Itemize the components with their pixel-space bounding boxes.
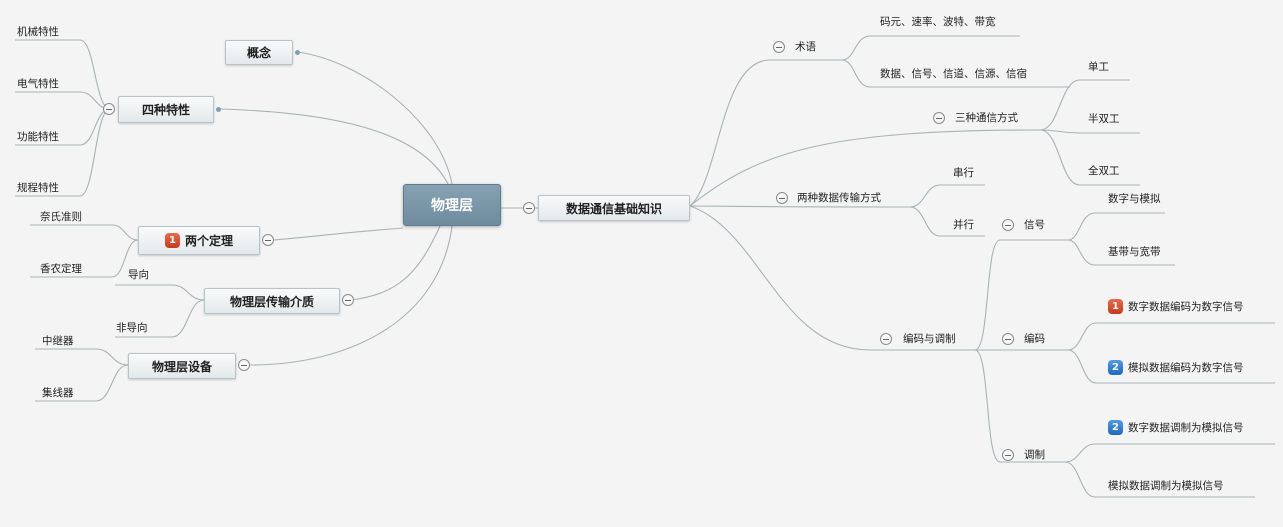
physical-devices-node[interactable]: 物理层设备	[128, 353, 236, 379]
communication-basics-node[interactable]: 数据通信基础知识	[538, 195, 690, 221]
priority-1-icon: 1	[1108, 299, 1123, 314]
theorem-item-2[interactable]: 香农定理	[40, 263, 82, 275]
term-item-2[interactable]: 数据、信号、信道、信源、信宿	[880, 68, 1027, 80]
link-media-items	[115, 284, 205, 338]
encoding-item-1[interactable]: 1 数字数据编码为数字信号	[1108, 299, 1244, 314]
mode-item-3[interactable]: 全双工	[1088, 165, 1120, 177]
root-label: 物理层	[431, 198, 473, 214]
mode-item-2[interactable]: 半双工	[1088, 113, 1120, 125]
encoding-item-2[interactable]: 2 模拟数据编码为数字信号	[1108, 360, 1244, 375]
transmission-media-collapse-icon[interactable]	[342, 294, 354, 306]
link-device-items	[35, 348, 129, 402]
theorem-item-1[interactable]: 奈氏准则	[40, 211, 82, 223]
link-root-media	[349, 225, 441, 301]
basics-collapse-icon[interactable]	[523, 202, 535, 214]
signal-item-1[interactable]: 数字与模拟	[1108, 193, 1161, 205]
priority-1-icon: 1	[164, 233, 180, 248]
link-encmod-sub	[974, 239, 1068, 463]
two-theorems-node[interactable]: 1 两个定理	[138, 226, 260, 255]
link-root-theorems	[272, 227, 404, 241]
characteristic-item-4[interactable]: 规程特性	[17, 182, 59, 194]
link-signal-items	[1067, 212, 1175, 266]
link-basics-terms	[689, 59, 842, 207]
link-four-items	[15, 39, 111, 197]
communication-basics-label: 数据通信基础知识	[565, 201, 662, 216]
transmission-media-label: 物理层传输介质	[229, 294, 314, 309]
two-transmission-label[interactable]: 两种数据传输方式	[797, 192, 881, 204]
encoding-modulation-label[interactable]: 编码与调制	[903, 333, 956, 345]
transmission-item-1[interactable]: 串行	[953, 167, 974, 179]
priority-2-icon: 2	[1108, 360, 1123, 375]
four-characteristics-node[interactable]: 四种特性	[118, 96, 214, 123]
link-root-devices	[249, 225, 453, 366]
media-item-2[interactable]: 非导向	[116, 322, 148, 334]
link-terms-items	[841, 35, 1070, 88]
link-basics-modes	[689, 129, 1041, 207]
device-item-2[interactable]: 集线器	[42, 387, 74, 399]
root-node[interactable]: 物理层	[403, 184, 501, 226]
transmission-item-2[interactable]: 并行	[953, 219, 974, 231]
concept-label: 概念	[246, 46, 271, 60]
media-item-1[interactable]: 导向	[128, 269, 149, 281]
signal-collapse-icon[interactable]	[1002, 219, 1014, 231]
modulation-item-2[interactable]: 模拟数据调制为模拟信号	[1108, 480, 1224, 492]
signal-item-2[interactable]: 基带与宽带	[1108, 246, 1161, 258]
three-modes-label[interactable]: 三种通信方式	[955, 112, 1018, 124]
physical-devices-collapse-icon[interactable]	[238, 359, 250, 371]
encoding-modulation-collapse-icon[interactable]	[880, 333, 892, 345]
concept-node[interactable]: 概念	[225, 40, 293, 65]
terms-label[interactable]: 术语	[795, 41, 816, 53]
encoding-collapse-icon[interactable]	[1002, 333, 1014, 345]
mode-item-1[interactable]: 单工	[1088, 61, 1109, 73]
transmission-media-node[interactable]: 物理层传输介质	[204, 288, 340, 314]
link-basics-transmission	[689, 205, 911, 208]
three-modes-collapse-icon[interactable]	[933, 112, 945, 124]
characteristic-item-3[interactable]: 功能特性	[17, 131, 59, 143]
four-characteristics-collapse-icon[interactable]	[103, 103, 115, 115]
priority-2-icon: 2	[1108, 420, 1123, 435]
link-modulation-items	[1064, 443, 1275, 498]
terms-collapse-icon[interactable]	[773, 41, 785, 53]
device-item-1[interactable]: 中继器	[42, 335, 74, 347]
modulation-collapse-icon[interactable]	[1002, 449, 1014, 461]
two-transmission-collapse-icon[interactable]	[776, 192, 788, 204]
link-root-concept	[296, 51, 453, 185]
signal-label[interactable]: 信号	[1024, 219, 1045, 231]
four-characteristics-label: 四种特性	[141, 103, 190, 117]
four-characteristics-connector-dot	[216, 107, 221, 112]
encoding-label[interactable]: 编码	[1024, 333, 1045, 345]
link-theorem-items	[30, 224, 139, 278]
link-encoding-items	[1067, 322, 1275, 384]
link-modes-items	[1039, 79, 1140, 186]
physical-devices-label: 物理层设备	[151, 359, 212, 374]
modulation-item-1[interactable]: 2 数字数据调制为模拟信号	[1108, 420, 1244, 435]
two-theorems-collapse-icon[interactable]	[262, 234, 274, 246]
term-item-1[interactable]: 码元、速率、波特、带宽	[880, 16, 996, 28]
link-transmission-items	[909, 184, 985, 237]
link-basics-encmod	[689, 205, 975, 351]
characteristic-item-2[interactable]: 电气特性	[17, 78, 59, 90]
characteristic-item-1[interactable]: 机械特性	[17, 26, 59, 38]
modulation-label[interactable]: 调制	[1024, 449, 1045, 461]
concept-connector-dot	[295, 50, 300, 55]
link-root-four	[217, 108, 449, 185]
two-theorems-label: 两个定理	[184, 234, 233, 248]
